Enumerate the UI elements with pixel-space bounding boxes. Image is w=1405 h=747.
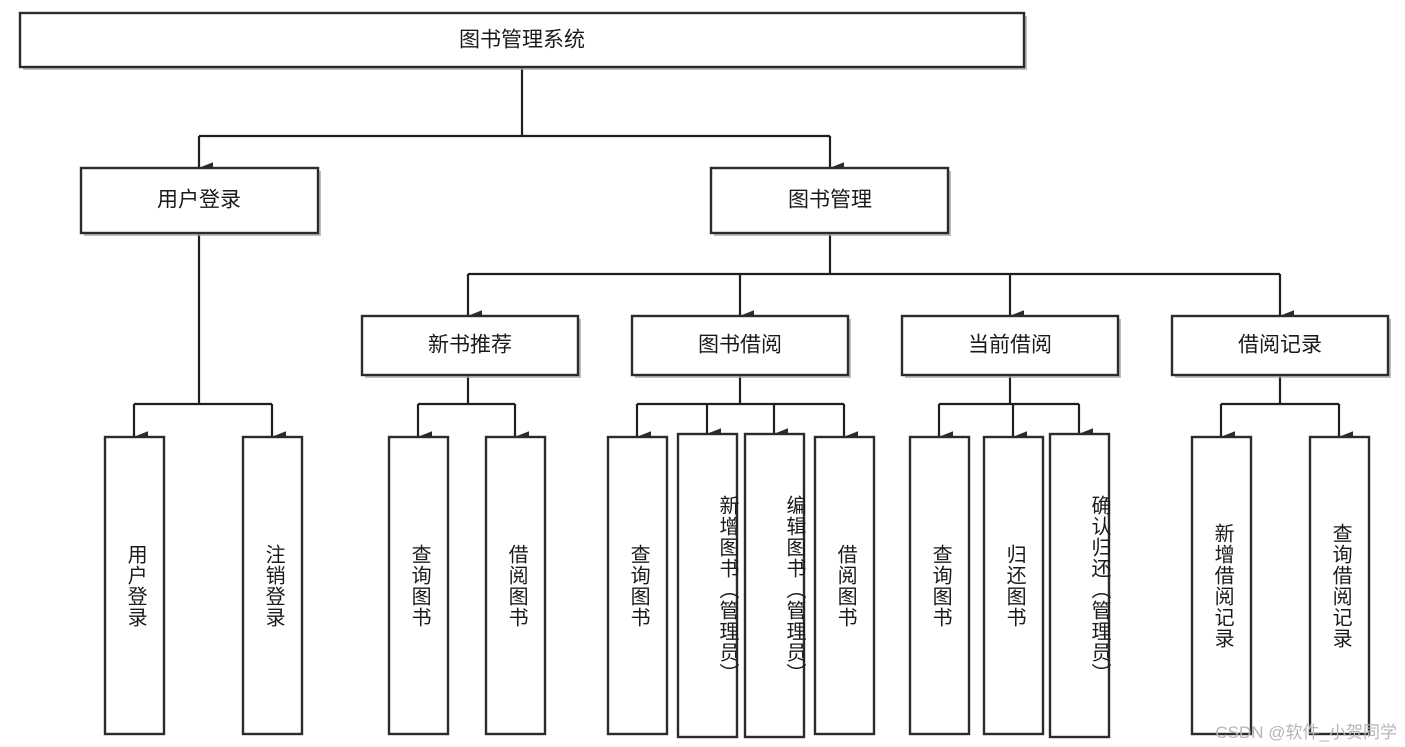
node-leaf-confirm-return-admin[interactable]: [1048, 432, 1111, 739]
node-leaf-add-book-admin[interactable]: [676, 432, 739, 739]
node-leaf-user-login[interactable]: [103, 435, 166, 736]
node-boxes: 图书管理系统 用户登录 图书管理 新书推荐 图书借阅 当前借阅 借阅记录: [18, 11, 1391, 739]
node-borrow-record[interactable]: [1170, 314, 1390, 377]
node-leaf-query-book-3[interactable]: [908, 435, 971, 736]
node-book-borrow-label: 图书借阅: [698, 334, 782, 357]
node-borrow-record-label: 借阅记录: [1238, 334, 1322, 357]
node-current-borrow[interactable]: [900, 314, 1120, 377]
node-title[interactable]: [18, 11, 1026, 69]
node-book-management[interactable]: [709, 166, 950, 235]
node-leaf-query-borrow-record[interactable]: [1308, 435, 1371, 736]
node-leaf-add-borrow-record[interactable]: [1190, 435, 1253, 736]
node-user-login-label: 用户登录: [157, 189, 241, 212]
node-book-borrow[interactable]: [630, 314, 850, 377]
node-leaf-return-book[interactable]: [982, 435, 1045, 736]
node-title-label: 图书管理系统: [459, 29, 585, 52]
node-leaf-borrow-book-1[interactable]: [484, 435, 547, 736]
connectors: [132, 67, 1353, 443]
node-leaf-edit-book-admin[interactable]: [743, 432, 806, 739]
node-leaf-logout-login[interactable]: [241, 435, 304, 736]
node-leaf-query-book-2[interactable]: [606, 435, 669, 736]
csdn-watermark: CSDN @软件_小贺同学: [1215, 723, 1397, 742]
node-book-management-label: 图书管理: [788, 189, 872, 212]
node-new-book-recommend-label: 新书推荐: [428, 334, 512, 357]
node-leaf-query-book-1[interactable]: [387, 435, 450, 736]
node-current-borrow-label: 当前借阅: [968, 334, 1052, 357]
node-new-book-recommend[interactable]: [360, 314, 580, 377]
node-leaf-borrow-book-2[interactable]: [813, 435, 876, 736]
node-user-login[interactable]: [79, 166, 320, 235]
